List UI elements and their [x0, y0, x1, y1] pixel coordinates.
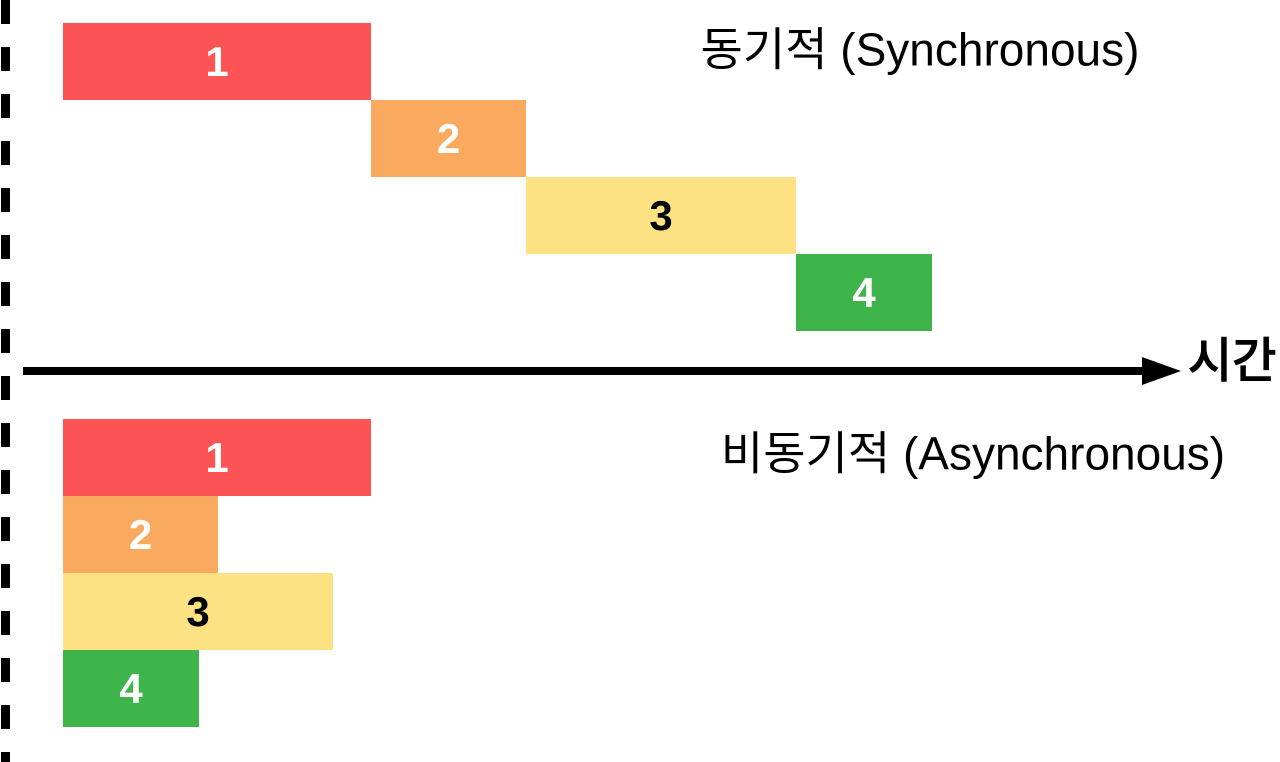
- time-axis-label: 시간: [1188, 335, 1277, 388]
- task-bar-label: 1: [205, 37, 229, 85]
- task-bar-label: 4: [852, 268, 876, 316]
- time-axis-arrowhead-icon: [1142, 357, 1181, 385]
- section-title-synchronous: 동기적 (Synchronous): [700, 23, 1140, 76]
- timeline-start-dashed-line: [1, 0, 10, 762]
- task-bar-asynchronous-4: 4: [63, 650, 199, 727]
- section-title-asynchronous: 비동기적 (Asynchronous): [720, 427, 1226, 480]
- task-bar-synchronous-1: 1: [63, 23, 371, 100]
- task-bar-synchronous-4: 4: [796, 254, 932, 331]
- task-bar-label: 2: [128, 510, 153, 558]
- task-bar-label: 1: [205, 433, 229, 481]
- task-bar-label: 4: [119, 664, 143, 712]
- task-bar-label: 3: [649, 191, 673, 239]
- task-bar-asynchronous-3: 3: [63, 573, 333, 650]
- task-bar-asynchronous-2: 2: [63, 496, 218, 573]
- task-bar-asynchronous-1: 1: [63, 419, 371, 496]
- task-bar-label: 2: [436, 114, 461, 162]
- task-bar-synchronous-3: 3: [526, 177, 796, 254]
- time-axis-line: [23, 367, 1143, 375]
- task-bar-synchronous-2: 2: [371, 100, 526, 177]
- task-bar-label: 3: [186, 587, 210, 635]
